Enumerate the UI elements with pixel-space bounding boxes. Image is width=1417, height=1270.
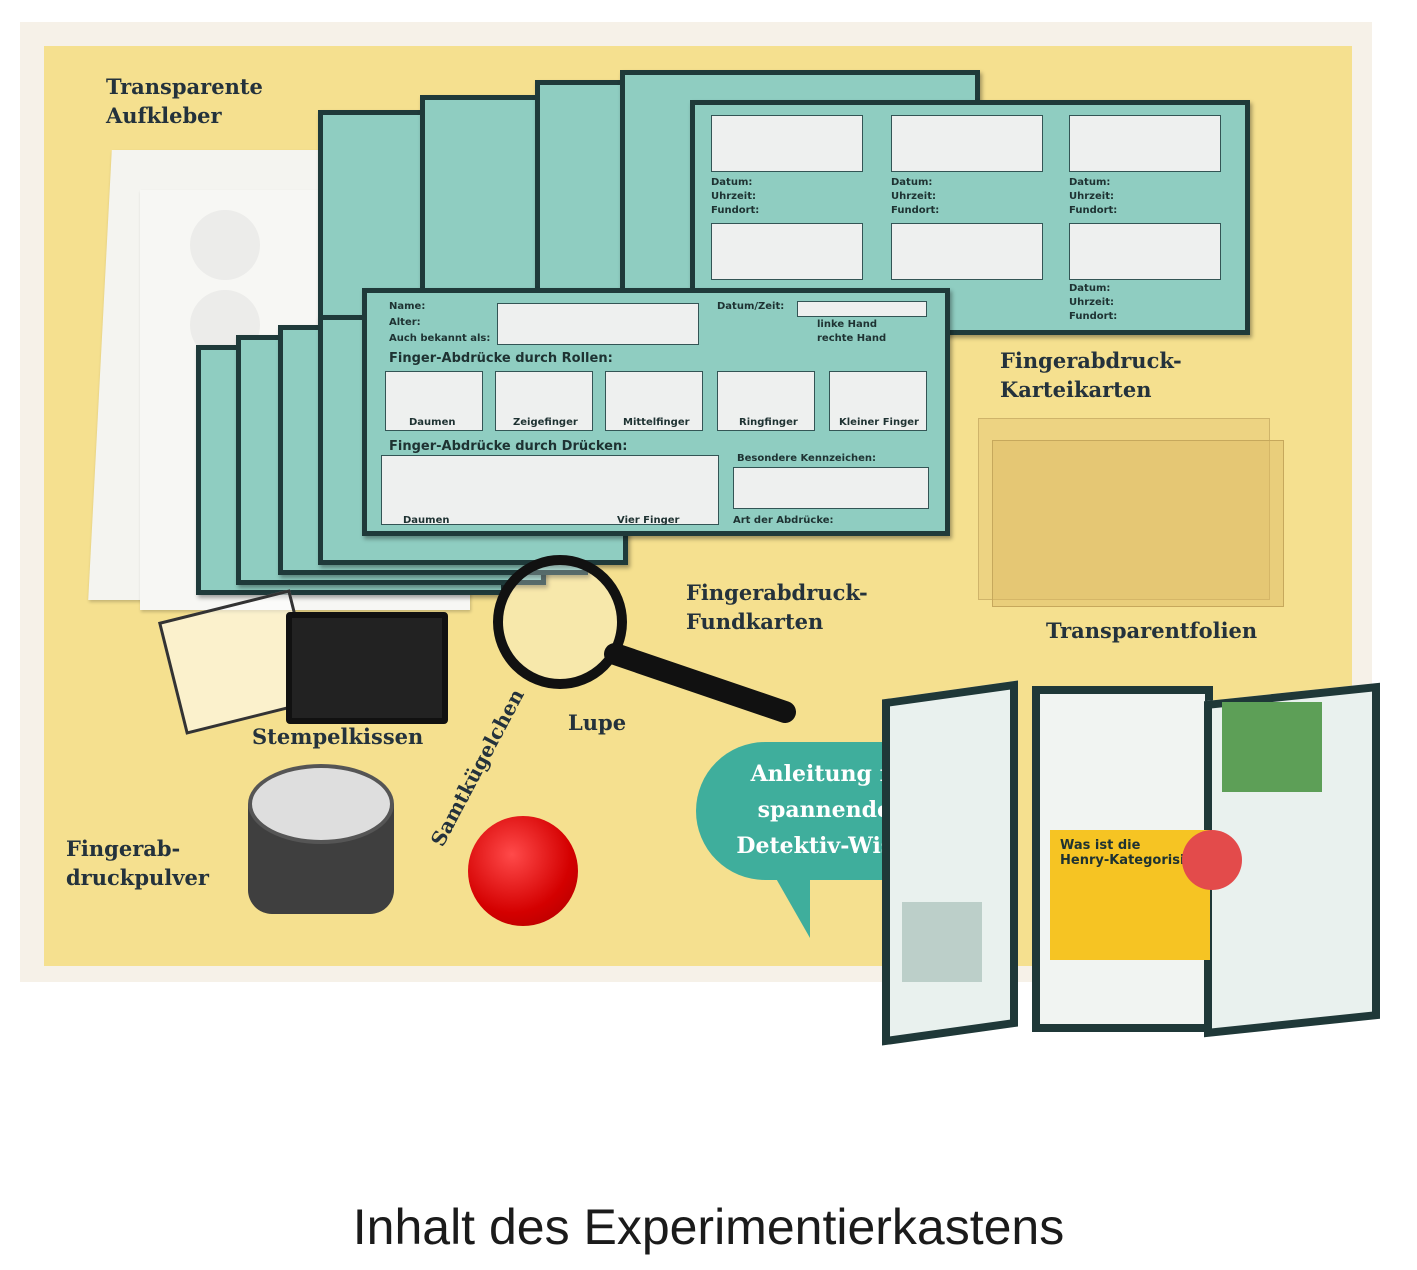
label-pulver: Fingerab-druckpulver (66, 836, 209, 890)
label-lupe: Lupe (568, 710, 627, 735)
label-folien: Transparentfolien (1046, 618, 1258, 643)
stamp-pad (286, 612, 448, 724)
label-stempel: Stempelkissen (252, 724, 424, 749)
bubble-tail (770, 868, 810, 938)
label-fundkarten: Fingerabdruck-Fundkarten (686, 580, 868, 634)
label-karteikarten: Fingerabdruck-Karteikarten (1000, 348, 1182, 402)
transparent-sheet-2 (992, 440, 1284, 607)
fundkarte-front: Name: Alter: Auch bekannt als: Datum/Zei… (362, 288, 950, 536)
powder-jar (248, 764, 394, 918)
magnifier-icon (493, 555, 796, 723)
velvet-ball (468, 816, 578, 926)
transparent-sheet (978, 418, 1270, 600)
page-caption: Inhalt des Experimentierkastens (352, 1199, 1065, 1255)
